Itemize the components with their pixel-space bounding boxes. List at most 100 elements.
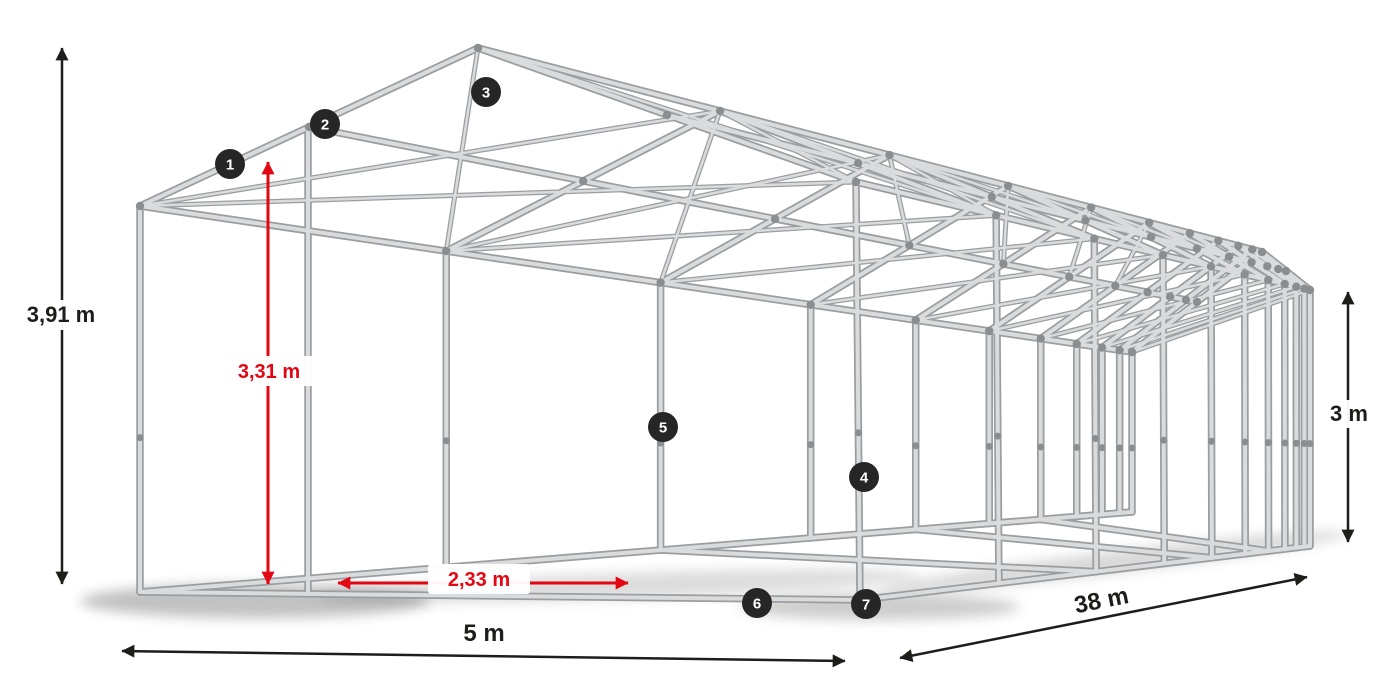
- part-marker-3: 3: [471, 77, 501, 107]
- part-marker-number: 2: [321, 117, 329, 134]
- frame-joint: [851, 177, 861, 187]
- frame-tube: [888, 153, 911, 247]
- frame-joint: [1160, 436, 1168, 444]
- frame-tube: [1092, 236, 1099, 574]
- frame-tube: [138, 590, 862, 602]
- frame-joint: [135, 201, 145, 211]
- frame-tube: [445, 46, 480, 253]
- part-marker-circle: [310, 109, 340, 139]
- frame-tube: [994, 213, 1001, 586]
- frame-joint: [854, 429, 862, 437]
- frame-joint: [1165, 292, 1175, 301]
- frame-tube: [888, 153, 1087, 222]
- frame-joint: [885, 150, 894, 160]
- dimension-inner-height: 3,31 m: [220, 161, 318, 585]
- frame-joint: [1128, 444, 1136, 452]
- frame-joint: [1281, 266, 1291, 276]
- frame-joint: [1247, 258, 1256, 267]
- frame-joint: [1306, 440, 1314, 448]
- frame-joint: [985, 326, 994, 336]
- part-markers: 1 2 3 4 5 6 7: [215, 77, 881, 619]
- frame-joint: [1248, 245, 1257, 254]
- frame-joint: [1208, 437, 1216, 445]
- frame-joint: [1234, 241, 1243, 251]
- dimension-side-height: 3 m: [1318, 291, 1380, 543]
- frame-joint: [911, 315, 920, 325]
- frame-joint: [1292, 439, 1300, 447]
- frame-joint: [1214, 236, 1223, 245]
- frame-joint: [656, 278, 665, 287]
- frame-tube: [659, 109, 722, 284]
- frame-joint: [1300, 439, 1308, 447]
- part-marker-circle: [849, 462, 879, 492]
- frame-joint: [1185, 229, 1195, 238]
- frame-joint: [1098, 444, 1106, 452]
- frame-joint: [1143, 288, 1152, 297]
- frame-tube: [665, 113, 1288, 273]
- frame-joint: [1241, 438, 1249, 446]
- frame-joint: [1305, 285, 1315, 295]
- frame-joint: [1206, 262, 1216, 271]
- frame-joint: [985, 443, 993, 451]
- frame-joint: [1091, 434, 1099, 442]
- frame-joint: [1240, 270, 1249, 279]
- dimension-line: [121, 644, 846, 668]
- frame-tube: [809, 253, 1165, 306]
- label-backplate: [12, 300, 110, 330]
- frame-tube: [1038, 517, 1271, 553]
- frame-joint: [442, 437, 450, 445]
- dimension-bay-spacing-label: 2,33 m: [448, 569, 510, 591]
- frame-joint: [1003, 181, 1013, 191]
- dimension-length: 38 m: [899, 573, 1308, 662]
- frame-tube: [913, 527, 1214, 560]
- frame-joint: [662, 110, 672, 120]
- frame-joint: [1280, 279, 1289, 289]
- part-marker-number: 6: [753, 596, 761, 613]
- dimension-bay-spacing: 2,33 m: [337, 564, 629, 594]
- frame-joint: [905, 241, 914, 250]
- frame-joint: [994, 432, 1002, 440]
- part-marker-1: 1: [215, 149, 245, 179]
- frame-joint: [578, 176, 588, 186]
- frame-tube: [138, 510, 1134, 594]
- frame-joint: [1292, 282, 1301, 291]
- part-marker-2: 2: [310, 109, 340, 139]
- frame-joint: [1116, 444, 1124, 452]
- frame-joint: [1111, 281, 1120, 291]
- frame-joint: [991, 211, 1001, 220]
- frame-joint: [1065, 272, 1074, 282]
- frame-tube: [854, 180, 862, 602]
- frame-joint: [1264, 439, 1272, 447]
- frame-joint: [1281, 439, 1289, 447]
- dimension-inner-height-label: 3,31 m: [238, 361, 300, 383]
- part-marker-circle: [648, 412, 678, 442]
- frame-joint: [1144, 218, 1154, 227]
- frame-joint: [1073, 443, 1081, 451]
- frame-tube: [988, 273, 1246, 333]
- frame-joint: [1037, 443, 1045, 451]
- frame-tube: [659, 237, 1096, 284]
- part-marker-number: 7: [862, 597, 870, 614]
- part-marker-number: 3: [482, 85, 490, 102]
- label-backplate: [1318, 400, 1380, 428]
- frame-joint: [136, 434, 144, 442]
- frame-joint: [1274, 264, 1283, 274]
- frame-tube: [307, 125, 1199, 304]
- part-marker-circle: [471, 77, 501, 107]
- part-marker-circle: [742, 588, 772, 618]
- dimension-total-height: 3,91 m: [12, 47, 110, 585]
- frame-tube: [658, 548, 1099, 574]
- frame-joint: [1072, 339, 1081, 349]
- frame-joint: [1081, 216, 1090, 225]
- frame-tube: [1160, 253, 1167, 566]
- part-marker-number: 4: [860, 470, 869, 487]
- frame-tube: [1209, 264, 1214, 560]
- dimensions: 3,91 m 3 m 5 m 38 m 3,31 m 2,33 m: [12, 47, 1380, 668]
- dimension-total-height-label: 3,91 m: [27, 302, 96, 327]
- frame-joint: [1224, 252, 1234, 261]
- frame-joint: [1097, 343, 1107, 352]
- frame-tube: [138, 204, 1134, 354]
- frame-joint: [1181, 295, 1191, 305]
